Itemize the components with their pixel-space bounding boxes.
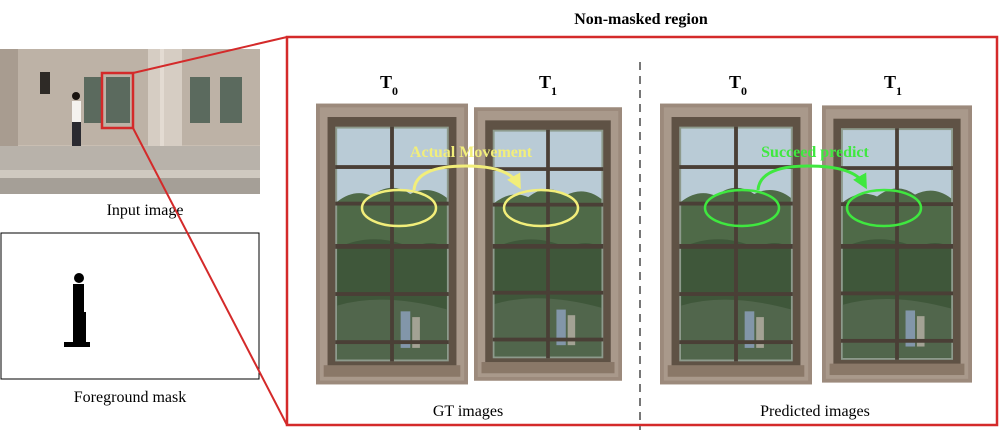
zoom-line-bottom [132,127,288,426]
pred-t0-label: T0 [729,72,747,98]
foreground-mask [0,232,260,380]
succeed-predict-label: Succeed predict [761,144,869,161]
actual-movement-arrow [412,164,521,191]
gt-t1-ellipse [502,188,580,228]
gt-t1-label: T1 [539,72,557,98]
actual-movement-label: Actual Movement [410,144,533,161]
mask-caption: Foreground mask [74,389,186,406]
figure-title: Non-masked region [574,11,708,28]
pred-t0-ellipse [703,188,781,228]
predicted-images-caption: Predicted images [760,403,870,420]
gt-images-caption: GT images [433,403,503,420]
gt-t0-ellipse [360,188,438,228]
succeed-predict-arrow [756,164,867,191]
gt-t0-label: T0 [380,72,398,98]
pred-t1-label: T1 [884,72,902,98]
zoom-line-top [132,36,288,74]
input-image-caption: Input image [107,202,184,219]
highlight-box [100,71,135,130]
non-masked-region-frame [285,35,999,427]
input-image [0,49,260,194]
pred-t1-ellipse [845,188,923,228]
